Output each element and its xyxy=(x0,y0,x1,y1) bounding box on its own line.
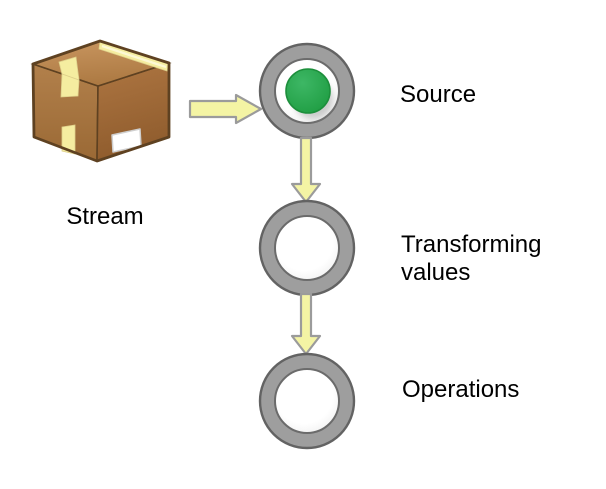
source-node-label: Source xyxy=(400,81,477,108)
tape-side-upper-strip xyxy=(60,73,80,98)
operations-node-icon xyxy=(258,352,356,450)
operations-node-label: Operations xyxy=(402,376,520,403)
package-icon xyxy=(30,39,172,163)
source-node-icon xyxy=(258,42,356,140)
arrow-right-icon xyxy=(188,93,263,125)
arrow-down-icon-2 xyxy=(290,292,322,356)
transforming-node-icon xyxy=(258,199,356,297)
package-outline xyxy=(31,39,171,163)
arrow-down-icon-1 xyxy=(290,136,322,204)
tape-edge-highlight xyxy=(101,44,167,69)
transforming-node-label: Transforming values xyxy=(401,231,542,286)
value-dot xyxy=(285,68,331,114)
stream-label: Stream xyxy=(66,203,144,230)
